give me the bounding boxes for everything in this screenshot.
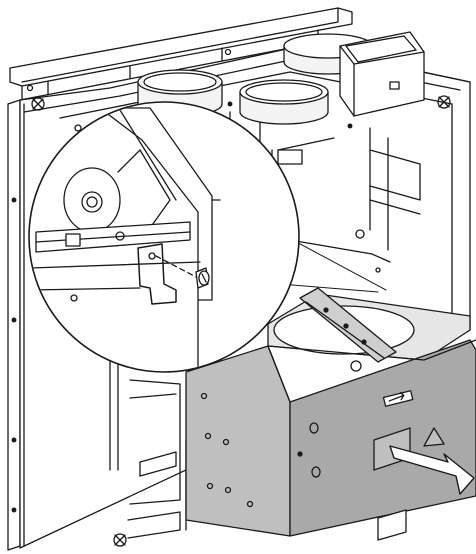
direction-arrow-icon <box>382 390 414 407</box>
side-rivet <box>11 197 17 203</box>
detail-magnifier <box>28 101 300 373</box>
side-rivet <box>11 317 17 323</box>
mount-screw <box>355 229 365 239</box>
rim-screw <box>74 124 82 132</box>
rim-rivet <box>227 101 233 107</box>
mounting-bracket <box>137 243 177 305</box>
control-panel-icon <box>339 31 425 117</box>
rail-screw <box>115 231 125 241</box>
core-screw <box>350 360 362 372</box>
panel-screw <box>70 294 78 302</box>
corner-screw-icon <box>113 533 127 547</box>
rail-hole <box>26 84 34 92</box>
mount-screw <box>375 267 381 273</box>
side-rivet <box>11 437 17 443</box>
duct-connector-right <box>239 79 329 125</box>
top-mounting-rail <box>9 7 353 101</box>
rim-rivet <box>347 123 353 129</box>
side-rivet <box>11 507 17 513</box>
rail-hole <box>224 48 232 56</box>
corner-screw-icon <box>437 95 451 109</box>
pull-arrow-icon <box>389 445 475 495</box>
screw-icon <box>195 267 210 289</box>
right-compartment <box>277 137 421 273</box>
heat-exchanger-core <box>185 287 476 541</box>
warning-triangle-icon <box>423 427 445 447</box>
corner-screw-icon <box>31 97 45 111</box>
fan-hub <box>63 167 121 233</box>
